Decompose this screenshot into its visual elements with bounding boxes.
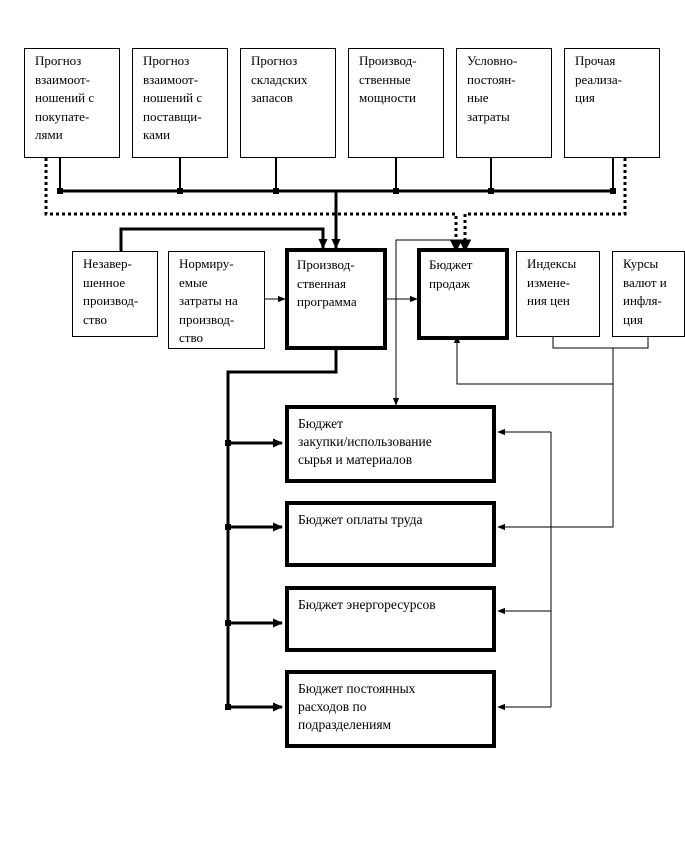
production-program-box: Производ- ственная программа (285, 248, 387, 350)
index-feedback (453, 335, 649, 711)
price-index-box: Индексы измене- ния цен (516, 251, 600, 337)
energy-budget-box: Бюджет энергоресурсов (285, 586, 496, 652)
production-trunk (226, 350, 338, 712)
wip-box: Незавер- шенное производ- ство (72, 251, 158, 337)
bus-joints (57, 188, 616, 194)
other-sales-box: Прочая реализа- ция (564, 48, 660, 158)
fixed-expenses-budget-box: Бюджет постоянных расходов по подразделе… (285, 670, 496, 748)
wip-link (119, 227, 328, 251)
fixed-costs-box: Условно- постоян- ные затраты (456, 48, 552, 158)
sales-budget-box: Бюджет продаж (417, 248, 509, 340)
bus-to-purchase-link (392, 239, 471, 406)
dotted-links (44, 158, 627, 248)
forecast-suppliers-box: Прогноз взаимоот- ношений с поставщи- ка… (132, 48, 228, 158)
fx-inflation-box: Курсы валют и инфля- ция (612, 251, 685, 337)
forecast-inventory-box: Прогноз складских запасов (240, 48, 336, 158)
production-capacity-box: Производ- ственные мощности (348, 48, 444, 158)
top-bus (59, 157, 614, 249)
labor-budget-box: Бюджет оплаты труда (285, 501, 496, 567)
forecast-customers-box: Прогноз взаимоот- ношений с покупате- ля… (24, 48, 120, 158)
production-norms-box: Нормиру- емые затраты на производ- ство (168, 251, 265, 349)
purchase-budget-box: Бюджет закупки/использование сырья и мат… (285, 405, 496, 483)
